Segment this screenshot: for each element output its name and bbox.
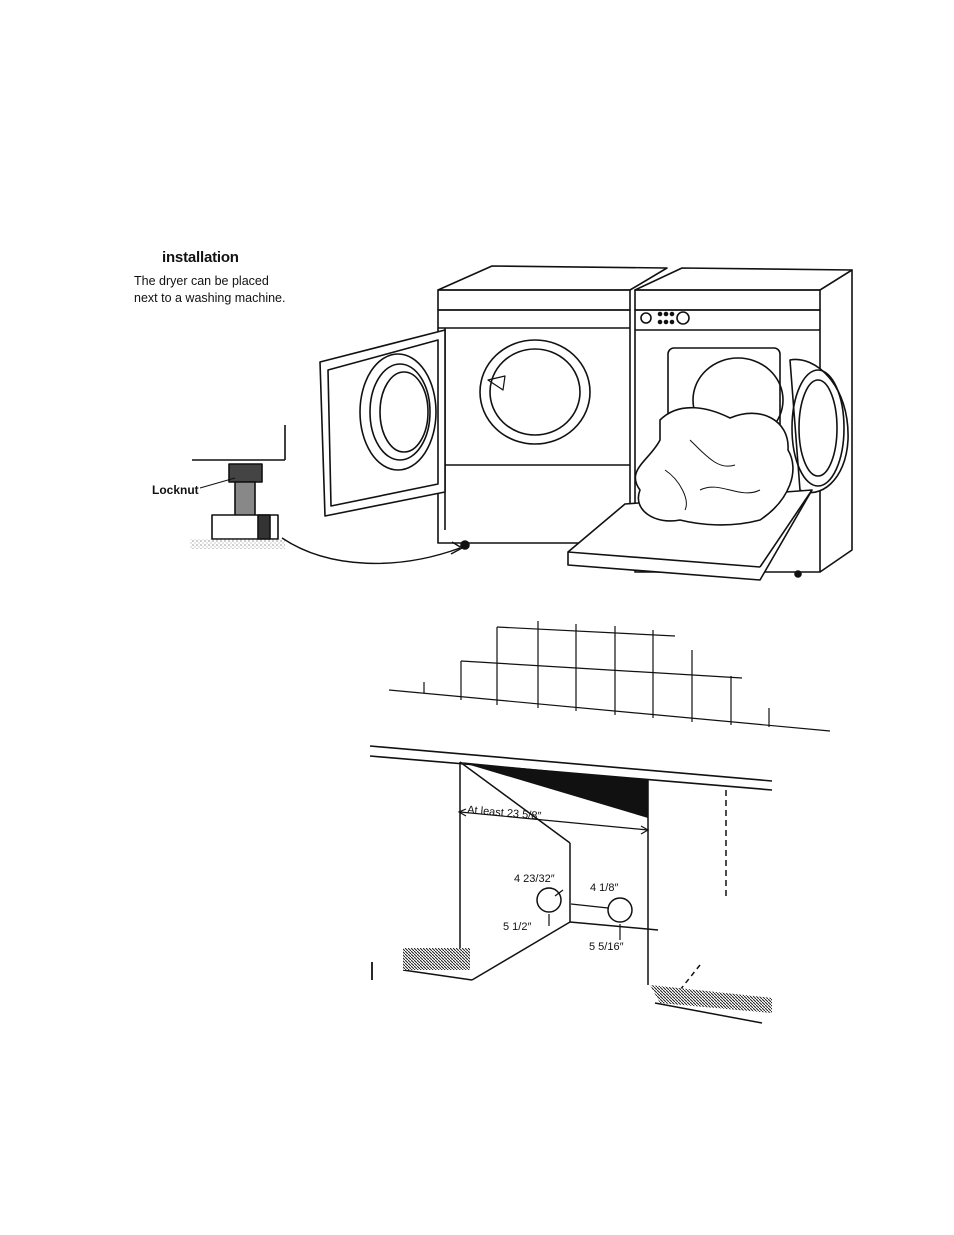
hole1-side-label: 4 23/32″ bbox=[514, 873, 555, 885]
recess-dimension-diagram bbox=[370, 621, 830, 1023]
washing-machine bbox=[568, 268, 852, 580]
dryer-door-open bbox=[320, 330, 445, 516]
hole2-bottom-label: 5 5/16″ bbox=[589, 941, 624, 953]
hole1-bottom-label: 5 1/2″ bbox=[503, 921, 531, 933]
hole-gap-label: 4 1/8″ bbox=[590, 882, 618, 894]
tiled-wall bbox=[389, 621, 830, 731]
locknut-label: Locknut bbox=[152, 483, 199, 497]
recess-width-label: At least 23 5/8″ bbox=[467, 804, 542, 822]
